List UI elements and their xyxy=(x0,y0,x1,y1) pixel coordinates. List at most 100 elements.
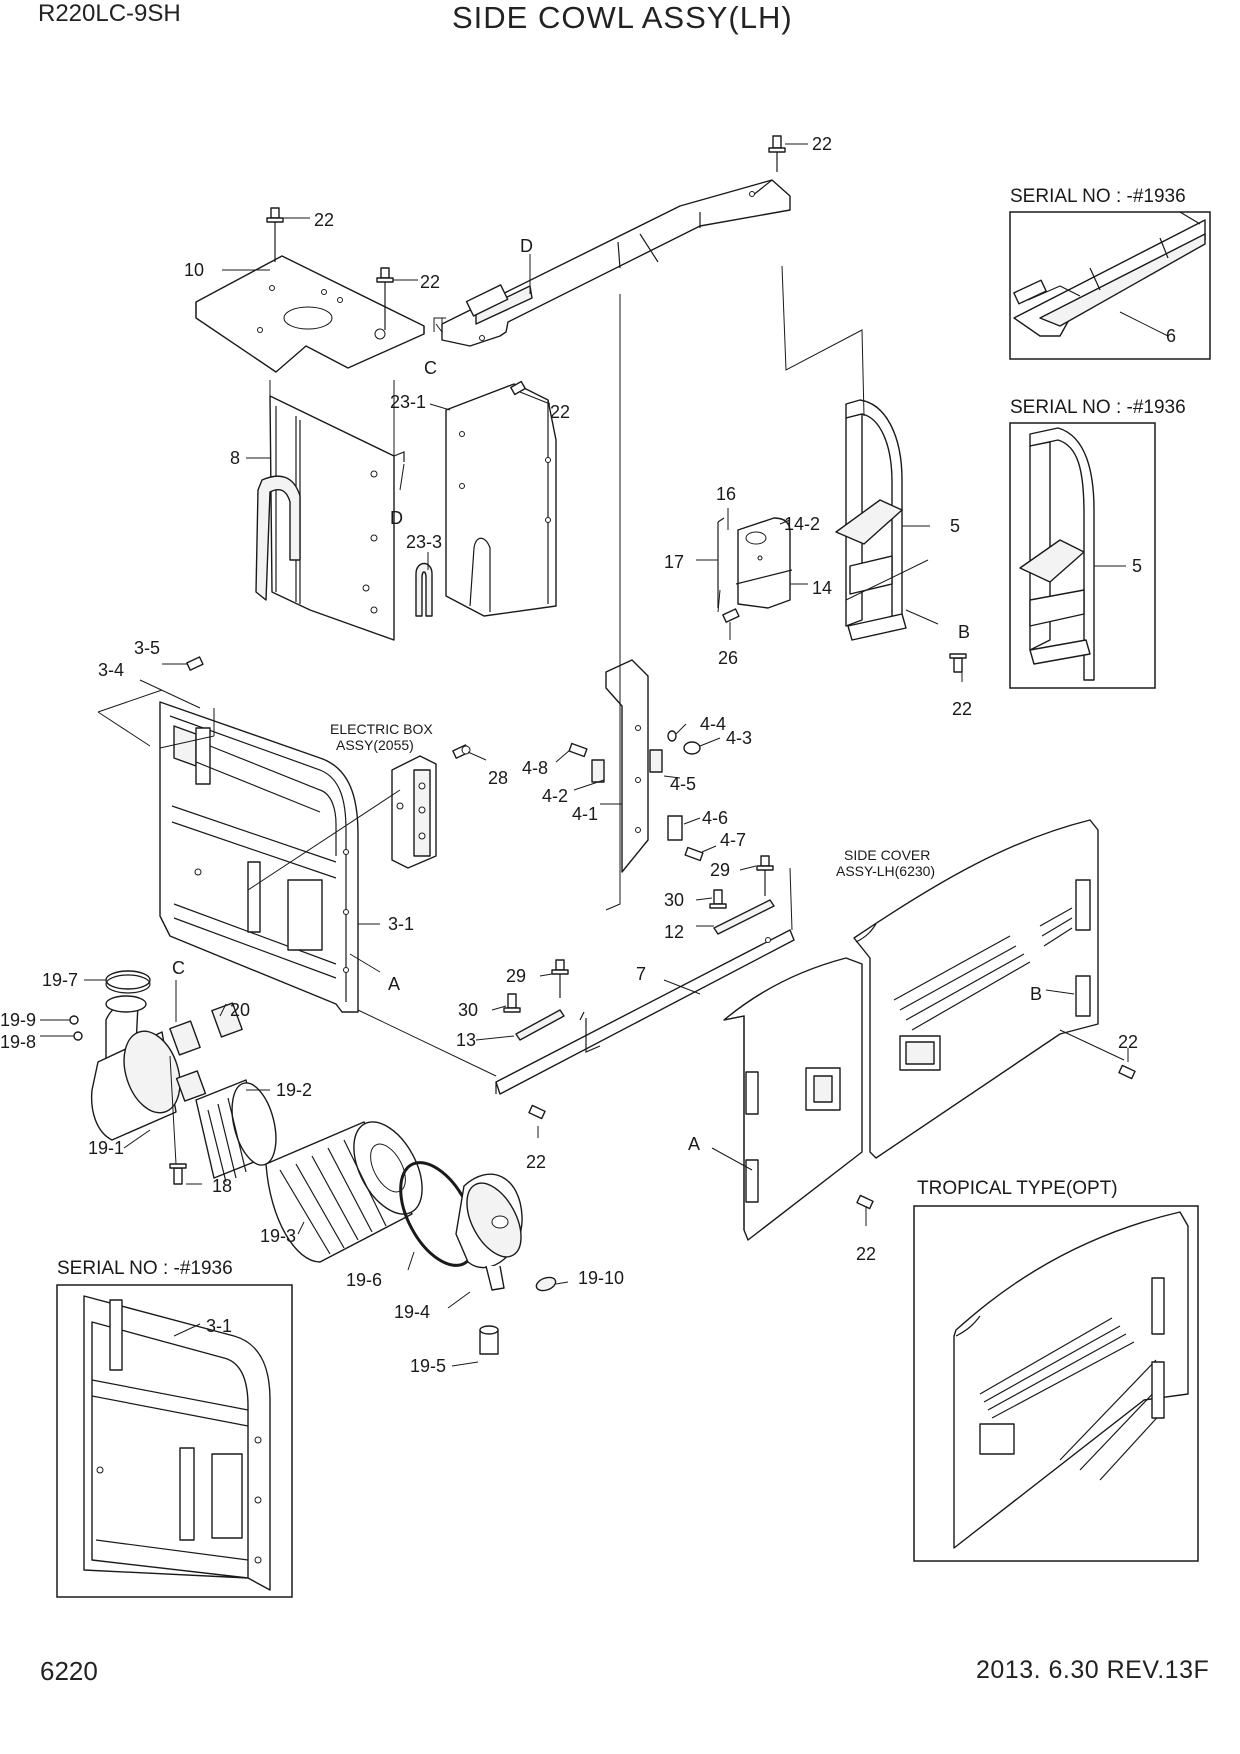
page-title: SIDE COWL ASSY(LH) xyxy=(452,0,793,35)
callout-14: 14 xyxy=(812,578,832,598)
callout-6: 6 xyxy=(1166,326,1176,346)
bolt-19-8 xyxy=(73,1031,83,1041)
inset-serial-bottom-caption: SERIAL NO : -#1936 xyxy=(57,1258,233,1279)
callout-B: B xyxy=(1030,984,1042,1004)
callout-28: 28 xyxy=(488,768,508,788)
callout-26: 26 xyxy=(718,648,738,668)
bolt-22-d xyxy=(510,380,526,396)
washer-4-4 xyxy=(667,730,677,742)
callout-4-4: 4-4 xyxy=(700,714,726,734)
electric-box xyxy=(391,755,437,869)
callout-B: B xyxy=(958,622,970,642)
callout-5: 5 xyxy=(950,516,960,536)
bolt-30-a xyxy=(709,889,727,909)
bolt-22-a xyxy=(768,135,786,172)
model-number: R220LC-9SH xyxy=(38,0,181,27)
bracket-8 xyxy=(255,395,405,641)
bolt-30-b xyxy=(503,993,521,1013)
link-13 xyxy=(515,1009,565,1041)
callout-A: A xyxy=(688,1134,700,1154)
callout-20: 20 xyxy=(230,1000,250,1020)
bolt-3-5 xyxy=(186,656,204,671)
inset-serial-mid: SERIAL NO : -#1936 xyxy=(1009,397,1186,689)
bolt-22-h xyxy=(1118,1064,1136,1080)
tropical-cover-part xyxy=(953,1211,1189,1549)
callout-19-5: 19-5 xyxy=(410,1356,446,1376)
callout-22: 22 xyxy=(420,272,440,292)
bolt-4-3 xyxy=(683,741,701,755)
callout-29: 29 xyxy=(710,860,730,880)
inset-serial-top-caption: SERIAL NO : -#1936 xyxy=(1010,186,1186,207)
callout-19-10: 19-10 xyxy=(578,1268,624,1288)
inset-tropical-caption: TROPICAL TYPE(OPT) xyxy=(917,1178,1118,1199)
side-cover-door-front xyxy=(723,957,863,1241)
bolt-22-f xyxy=(528,1104,546,1120)
bolt-29-b xyxy=(551,959,569,998)
callout-4-5: 4-5 xyxy=(670,774,696,794)
callout-14-2: 14-2 xyxy=(784,514,820,534)
callout-3-1: 3-1 xyxy=(388,914,414,934)
callout-4-3: 4-3 xyxy=(726,728,752,748)
callout-5: 5 xyxy=(1132,556,1142,576)
callout-19-8: 19-8 xyxy=(0,1032,36,1052)
bolt-22-e xyxy=(949,653,967,673)
plate-10 xyxy=(195,255,425,373)
note-side-cover-line2: ASSY-LH(6230) xyxy=(836,863,935,879)
inset-frame-part xyxy=(1013,211,1206,337)
cover-23-1 xyxy=(445,383,557,617)
callout-23-1: 23-1 xyxy=(390,392,426,412)
clip-23-3 xyxy=(415,562,433,617)
callout-C: C xyxy=(424,358,437,378)
callout-19-7: 19-7 xyxy=(42,970,78,990)
inset-bracket-part xyxy=(1019,427,1095,681)
callout-12: 12 xyxy=(664,922,684,942)
callout-30: 30 xyxy=(664,890,684,910)
cover-19-4 xyxy=(455,1173,523,1291)
element-19-3 xyxy=(265,1121,423,1263)
callout-30: 30 xyxy=(458,1000,478,1020)
callout-22: 22 xyxy=(314,210,334,230)
callout-D: D xyxy=(520,236,533,256)
bar-7 xyxy=(495,929,795,1095)
cowl-panel-3-1 xyxy=(159,701,359,1013)
callout-19-2: 19-2 xyxy=(276,1080,312,1100)
callout-4-1: 4-1 xyxy=(572,804,598,824)
inset-cowl-panel xyxy=(83,1295,271,1591)
callout-19-1: 19-1 xyxy=(88,1138,124,1158)
callout-labels: 22 22 22 22 22 22 22 22 10 D C 23-1 8 D … xyxy=(0,134,1176,1376)
bolt-4-7 xyxy=(684,846,704,862)
callout-C: C xyxy=(172,958,185,978)
callout-19-9: 19-9 xyxy=(0,1010,36,1030)
bolt-26 xyxy=(722,608,740,623)
callout-4-8: 4-8 xyxy=(522,758,548,778)
callout-4-7: 4-7 xyxy=(720,830,746,850)
bolt-22-g xyxy=(856,1194,874,1210)
valve-19-5 xyxy=(479,1325,499,1355)
callout-A: A xyxy=(388,974,400,994)
link-12 xyxy=(713,899,775,935)
callout-3-1: 3-1 xyxy=(206,1316,232,1336)
callout-22: 22 xyxy=(856,1244,876,1264)
callout-18: 18 xyxy=(212,1176,232,1196)
inset-serial-top: SERIAL NO : -#1936 xyxy=(1009,186,1211,360)
clip-19-10 xyxy=(535,1276,557,1292)
frame-top xyxy=(441,179,791,347)
note-electric-box-line2: ASSY(2055) xyxy=(336,737,414,753)
side-cover-door-rear xyxy=(853,819,1099,1159)
callout-22: 22 xyxy=(812,134,832,154)
callout-22: 22 xyxy=(526,1152,546,1172)
callout-22: 22 xyxy=(952,699,972,719)
inset-serial-mid-caption: SERIAL NO : -#1936 xyxy=(1010,397,1186,418)
bolt-4-8 xyxy=(568,742,588,758)
air-cleaner-body xyxy=(90,995,243,1141)
callout-19-6: 19-6 xyxy=(346,1270,382,1290)
inset-serial-bottom: SERIAL NO : -#1936 xyxy=(56,1258,293,1598)
callout-3-5: 3-5 xyxy=(134,638,160,658)
leader-lines xyxy=(40,143,1129,1367)
callout-13: 13 xyxy=(456,1030,476,1050)
bolts xyxy=(69,135,1136,1210)
inset-tropical: TROPICAL TYPE(OPT) xyxy=(913,1178,1199,1562)
callout-4-6: 4-6 xyxy=(702,808,728,828)
callout-22: 22 xyxy=(1118,1032,1138,1052)
page-number: 6220 xyxy=(40,1656,98,1686)
